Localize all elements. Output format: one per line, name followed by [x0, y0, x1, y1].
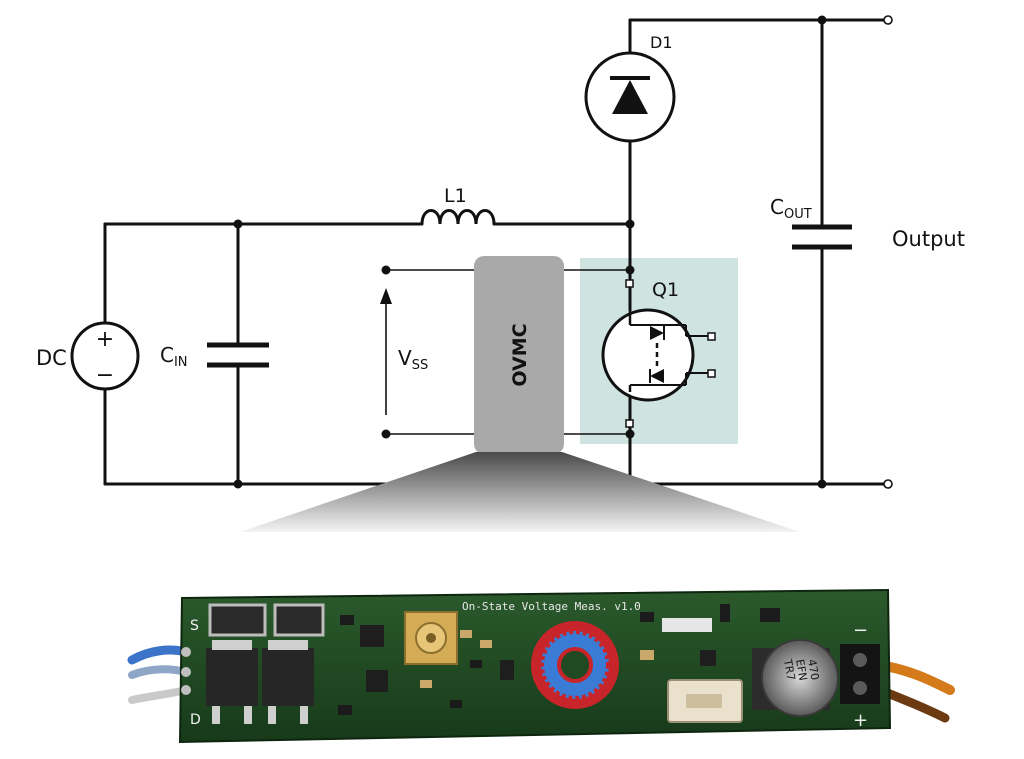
q1-label: Q1 — [652, 279, 679, 301]
dc-label: DC — [36, 346, 67, 370]
cout-label: COUT — [770, 195, 812, 222]
zoom-projection — [240, 452, 800, 532]
vss-label: VSS — [398, 346, 428, 373]
output-label: Output — [892, 227, 965, 251]
inductor-l1 — [420, 209, 496, 225]
sense-wires — [385, 269, 630, 435]
pcb-title: On-State Voltage Meas. v1.0 — [462, 600, 641, 613]
capacitor-cout — [792, 224, 852, 250]
pcb-pin-plus: + — [853, 710, 868, 731]
transistor-q1 — [601, 279, 716, 428]
dc-plus-sign: + — [96, 327, 114, 352]
cin-label: CIN — [160, 343, 188, 370]
diode-d1 — [584, 51, 676, 143]
capacitor-cin — [207, 342, 269, 368]
pcb-photo: On-State Voltage Meas. v1.0 S D − + — [127, 588, 955, 744]
output-terminal-bottom — [883, 479, 893, 489]
output-terminal-top — [883, 15, 893, 25]
pcb-pin-minus: − — [853, 620, 868, 641]
d1-label: D1 — [650, 33, 673, 52]
pcb-pin-s: S — [190, 618, 199, 634]
vss-arrow-head — [380, 288, 392, 304]
cap-marking-2: EFN — [793, 658, 810, 681]
ovmc-label: OVMC — [509, 323, 531, 386]
pcb-pin-d: D — [190, 712, 201, 728]
ovmc-block — [474, 256, 564, 454]
cap-marking-3: TR7 — [781, 657, 798, 681]
cap-marking-1: 470 — [805, 658, 821, 681]
dc-minus-sign: − — [96, 363, 114, 388]
dc-source: + − — [70, 321, 140, 391]
l1-label: L1 — [444, 185, 467, 207]
